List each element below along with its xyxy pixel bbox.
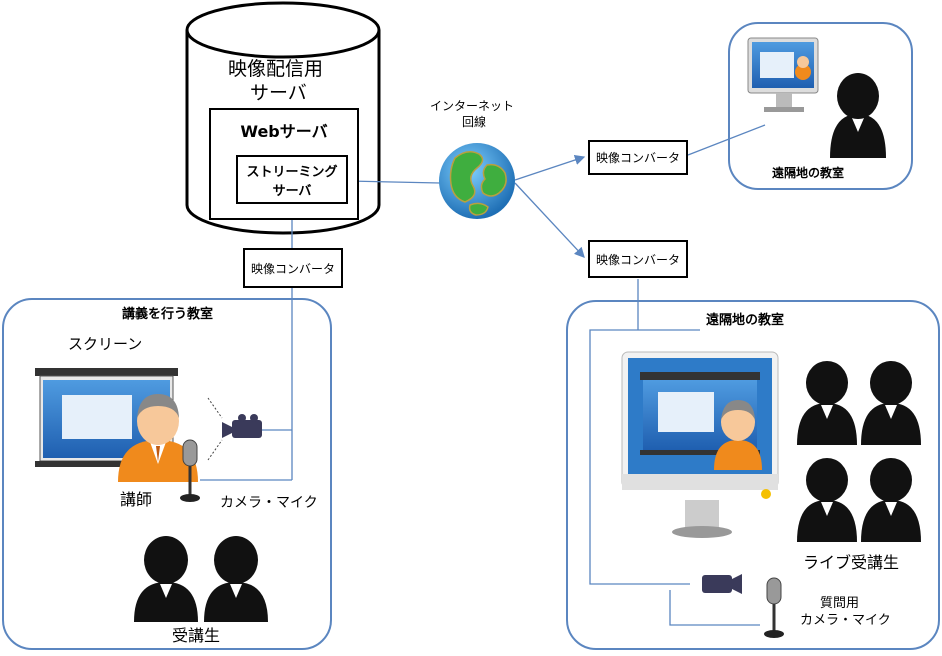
video-converter-top-right: 映像コンバータ	[588, 140, 688, 175]
internet-label-line2: 回線	[462, 115, 487, 129]
video-converter-left: 映像コンバータ	[243, 248, 343, 288]
converter-label: 映像コンバータ	[595, 151, 680, 165]
lecture-room-title: 講義を行う教室	[122, 307, 214, 322]
student-icon	[861, 458, 921, 542]
live-students-label: ライブ受講生	[803, 553, 900, 572]
remote-room-large-frame	[566, 300, 940, 650]
converter-label: 映像コンバータ	[595, 252, 680, 267]
video-camera-icon	[207, 397, 262, 461]
server-title-line2: サーバ	[250, 82, 307, 104]
microphone-icon	[180, 439, 200, 502]
video-converter-middle-right: 映像コンバータ	[588, 240, 688, 278]
live-student-icons	[797, 361, 921, 542]
student-icon	[797, 458, 857, 542]
monitor-icon	[747, 37, 819, 112]
streaming-server-line1: ストリーミング	[246, 164, 338, 180]
web-server-label: Webサーバ	[240, 122, 328, 141]
server-title-line1: 映像配信用	[228, 58, 324, 80]
remote-room-large-title: 遠隔地の教室	[706, 313, 785, 328]
converter-label: 映像コンバータ	[250, 261, 335, 276]
student-icon	[830, 73, 886, 158]
student-icon	[797, 361, 857, 445]
student-icon	[134, 536, 198, 622]
streaming-server-line2: サーバ	[272, 183, 312, 199]
internet-label-line1: インターネット	[430, 99, 515, 113]
large-monitor-icon	[621, 351, 779, 538]
globe-icon	[439, 143, 515, 219]
question-microphone-icon	[764, 577, 784, 638]
question-label-line1: 質問用	[820, 596, 860, 611]
teacher-icon	[118, 394, 198, 482]
teacher-label: 講師	[120, 490, 153, 509]
remote-room-small-title: 遠隔地の教室	[772, 166, 845, 180]
student-icon	[861, 361, 921, 445]
question-camera-icon	[702, 574, 742, 594]
student-icons	[134, 536, 268, 622]
connection-lines	[200, 124, 766, 626]
screen-label: スクリーン	[68, 335, 143, 353]
students-label: 受講生	[172, 626, 221, 645]
remote-room-small-frame	[728, 22, 913, 190]
lecture-room-frame	[2, 298, 332, 650]
streaming-server-box: ストリーミング サーバ	[236, 155, 348, 204]
student-icon	[204, 536, 268, 622]
camera-mic-label: カメラ・マイク	[220, 495, 318, 511]
question-label-line2: カメラ・マイク	[800, 613, 891, 628]
